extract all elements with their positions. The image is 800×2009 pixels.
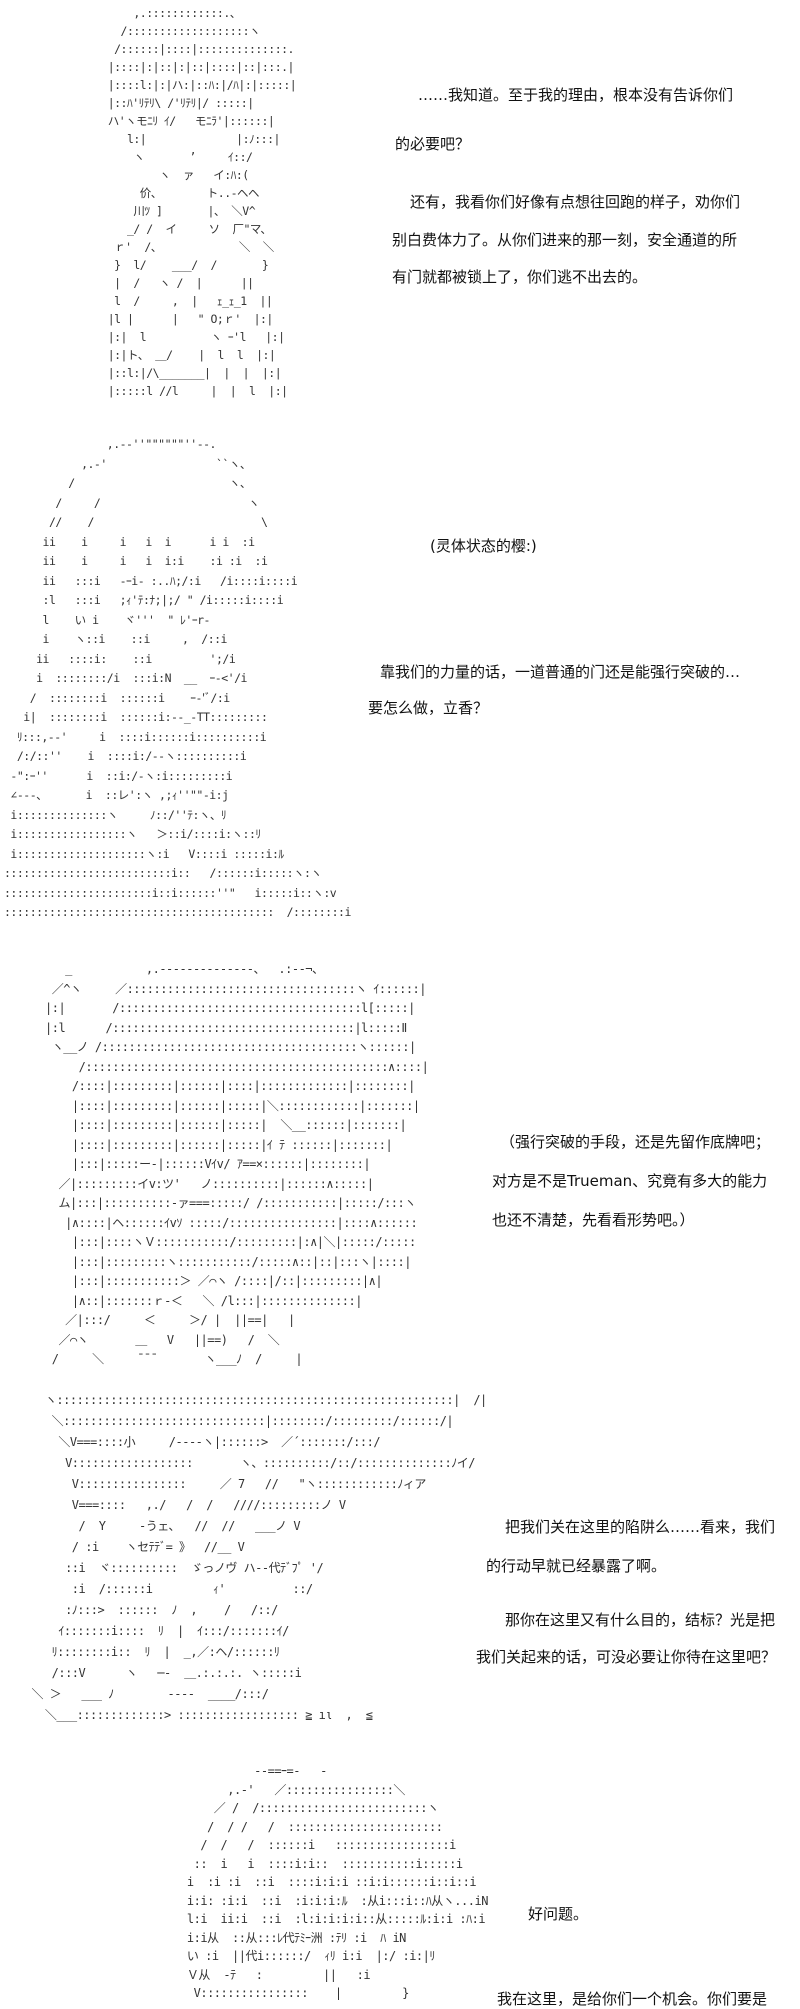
dialogue-line: 把我们关在这里的陷阱么……看来，我们	[505, 1518, 776, 1536]
dialogue-line: 的行动早就已经暴露了啊。	[486, 1557, 667, 1575]
dialogue-line: 好问题。	[528, 1905, 589, 1923]
dialogue-line: 那你在这里又有什么目的，结标？光是把	[505, 1611, 776, 1629]
ascii-art-character-3: _ ,.--------------、 .:-‐¬、 ／^ヽ ／::::::::…	[45, 962, 429, 1366]
dialogue-line: 也还不清楚，先看看形势吧。）	[492, 1211, 695, 1229]
ascii-art-character-4: ヽ:::::::::::::::::::::::::::::::::::::::…	[31, 1393, 487, 1722]
ascii-art-character-5: -‐==ｰ=- ‐ ,.‐' ／::::::::::::::::＼ ／ / /:…	[186, 1764, 489, 2000]
dialogue-line: ……我知道。至于我的理由，根本没有告诉你们	[418, 86, 734, 104]
ascii-art-character-2: ,.-‐''""""""''‐-. ,.‐' ``ヽ、 / ヽ、 / / ヽ /…	[4, 437, 351, 919]
dialogue-line: 对方是不是Trueman、究竟有多大的能力	[492, 1172, 768, 1190]
dialogue-line: 还有，我看你们好像有点想往回跑的样子，劝你们	[410, 193, 741, 211]
dialogue-line: 我在这里，是给你们一个机会。你们要是	[497, 1990, 768, 2008]
dialogue-line: 的必要吧？	[395, 135, 471, 153]
dialogue-line: 我们关起来的话，可没必要让你待在这里吧？	[476, 1648, 777, 1666]
ascii-art-character-1: ,.::::::::::::.、 /:::::::::::::::::::ヽ /…	[107, 6, 297, 398]
dialogue-line: 要怎么做，立香？	[368, 699, 489, 717]
dialogue-line: 靠我们的力量的话，一道普通的门还是能强行突破的…	[380, 663, 741, 681]
dialogue-line: 别白费体力了。从你们进来的那一刻，安全通道的所	[392, 231, 738, 249]
dialogue-line: (灵体状态的樱:)	[430, 537, 537, 555]
dialogue-line: （强行突破的手段，还是先留作底牌吧；	[500, 1133, 771, 1151]
dialogue-line: 有门就都被锁上了，你们逃不出去的。	[392, 268, 648, 286]
